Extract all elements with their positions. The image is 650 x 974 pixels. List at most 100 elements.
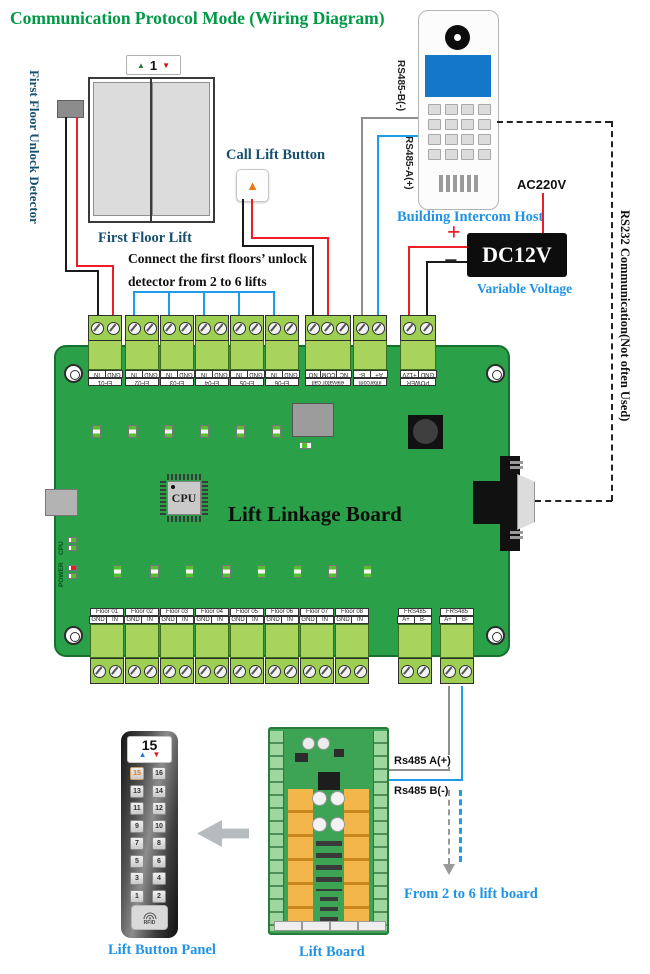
terminal-screws xyxy=(160,658,194,684)
wire-bluebus-drop4 xyxy=(238,291,240,322)
pcb-terminal-strip-left xyxy=(270,731,284,931)
terminal-port-label: EF03 xyxy=(160,378,194,386)
wire-ac220v-red xyxy=(542,193,544,233)
cpu-pins-left xyxy=(160,481,166,515)
panel-floor-button-2: 2 xyxy=(152,890,166,903)
terminal-body xyxy=(398,624,432,658)
lift-board-pcb xyxy=(268,727,389,935)
db9-body xyxy=(473,481,502,524)
rs232-dashed-bottom xyxy=(535,500,612,502)
power-led-label: POWER xyxy=(58,562,65,587)
panel-floor-button-6: 6 xyxy=(152,855,166,868)
intercom-key xyxy=(428,149,441,160)
intercom-key xyxy=(461,104,474,115)
cpu-pins-top xyxy=(167,474,201,480)
panel-display-floor: 15 xyxy=(141,737,158,753)
rs485-b-lower-label: Rs485 B(-) xyxy=(392,785,451,797)
terminal-cell-label: IN xyxy=(106,616,124,624)
board-title: Lift Linkage Board xyxy=(228,502,402,526)
terminal-port-label: EF02 xyxy=(125,378,159,386)
db9-tab xyxy=(500,456,520,551)
terminal-cell-label: A+ xyxy=(439,616,457,624)
dc12v-box: DC12V xyxy=(467,233,567,277)
call-lift-button-label: Call Lift Button xyxy=(226,147,326,163)
terminal-port-label: Floor 08 xyxy=(335,608,369,616)
pcb-cap-1 xyxy=(302,737,315,750)
db9-pin-3 xyxy=(510,531,523,534)
intercom-keypad xyxy=(428,104,492,162)
screw-icon xyxy=(232,664,246,678)
board-led-icon xyxy=(185,565,194,578)
wire-intercom-blue-h xyxy=(377,135,418,137)
terminal-port-label: Floor 04 xyxy=(195,608,229,616)
wire-frs485-gray-h xyxy=(388,769,450,771)
cpu-body: CPU xyxy=(167,481,201,515)
from-2-to-6-label: From 2 to 6 lift board xyxy=(404,886,538,902)
screw-icon xyxy=(403,321,416,335)
panel-floor-button-7: 7 xyxy=(130,837,144,850)
db9-pin-1 xyxy=(510,461,523,464)
wire-detector-black-h xyxy=(65,270,99,272)
indicator-down-icon: ▼ xyxy=(162,60,171,70)
wire-intercom-gray-v xyxy=(361,117,363,322)
dc12v-label: DC12V xyxy=(482,242,552,267)
intercom-key xyxy=(477,134,491,145)
building-intercom-host-label: Building Intercom Host xyxy=(397,209,544,225)
board-led-icon xyxy=(257,565,266,578)
terminal-cell-label: COM xyxy=(320,370,337,378)
lift-door-right xyxy=(152,82,210,216)
terminal-screws xyxy=(125,658,159,684)
terminal-port-label: POWER xyxy=(400,378,436,386)
pcb-connector-4 xyxy=(358,921,386,931)
variable-voltage-label: Variable Voltage xyxy=(477,281,573,296)
intercom-key xyxy=(461,119,474,130)
rs232-label: RS232 Communication(Not often Used) xyxy=(618,210,632,422)
wire-dc12v-red-h xyxy=(408,246,467,248)
terminal-cell-label: GND xyxy=(142,370,160,378)
terminal-screws xyxy=(88,315,122,341)
panel-floor-button-15: 15 xyxy=(130,767,144,780)
terminal-cell-label: IN xyxy=(246,616,264,624)
power-led-2 xyxy=(68,573,77,579)
terminal-cell-label: IN xyxy=(316,616,334,624)
terminal-screws xyxy=(125,315,159,341)
terminal-screws xyxy=(398,658,432,684)
wire-call-red-v1 xyxy=(251,199,253,239)
terminal-screws xyxy=(440,658,474,684)
panel-floor-button-10: 10 xyxy=(152,820,166,833)
intercom-key xyxy=(461,134,474,145)
terminal-screws xyxy=(230,658,264,684)
terminal-port-label: EF04 xyxy=(195,378,229,386)
screw-icon xyxy=(420,321,433,335)
wire-detector-black-v1 xyxy=(65,117,67,272)
terminal-body xyxy=(230,624,264,658)
terminal-port-label: Floor 07 xyxy=(300,608,334,616)
terminal-cell-label: GND xyxy=(229,616,247,624)
terminal-cell-label: IN xyxy=(176,616,194,624)
first-floor-lift-label: First Floor Lift xyxy=(98,230,192,246)
indicator-up-icon: ▲ xyxy=(136,60,145,70)
intercom-key xyxy=(428,119,441,130)
unlock-detector-box xyxy=(57,100,84,118)
screw-icon xyxy=(106,321,120,335)
terminal-cell-label: GND xyxy=(334,616,352,624)
lift-button-panel-label: Lift Button Panel xyxy=(108,942,216,958)
terminal-port-label: EF05 xyxy=(230,378,264,386)
terminal-cell-label: NC xyxy=(335,370,352,378)
pcb-mcu-chip xyxy=(318,772,340,790)
terminal-body xyxy=(400,341,436,370)
screw-icon xyxy=(353,664,367,678)
intercom-key xyxy=(444,149,458,160)
terminal-cell-label: IN xyxy=(230,370,248,378)
